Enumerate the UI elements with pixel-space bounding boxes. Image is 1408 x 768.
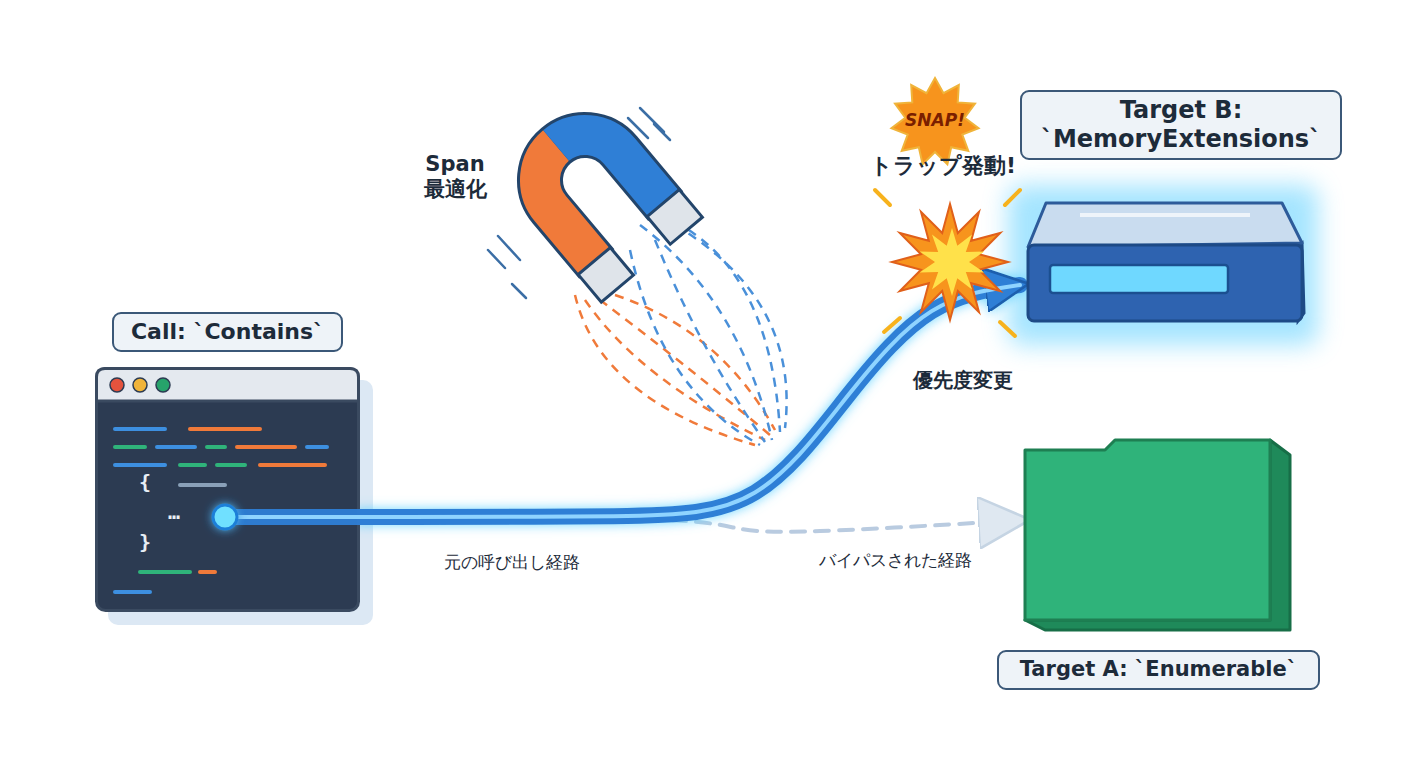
device-window — [1050, 265, 1228, 293]
code-line — [200, 570, 215, 574]
node-heading: Call: `Contains` — [112, 312, 343, 352]
device-top — [1028, 203, 1302, 247]
edge-label: 元の呼び出し経路 — [412, 552, 612, 572]
snap-burst — [891, 78, 978, 164]
target-device-box: Target B: `MemoryExtensions` — [1020, 195, 1305, 335]
code-line — [115, 590, 150, 594]
spark-line — [1005, 190, 1020, 205]
magnet-field-lines — [575, 215, 787, 445]
code-line — [180, 483, 225, 487]
call-stub — [225, 509, 362, 525]
impact-core — [920, 228, 985, 296]
callout-label: Span 最適化 — [418, 152, 492, 202]
code-line — [307, 445, 327, 449]
device-outline — [1020, 195, 1305, 335]
node-heading: Target A: `Enumerable` — [997, 650, 1320, 690]
window-dot — [156, 378, 170, 392]
device-front — [1028, 245, 1302, 321]
code-line — [190, 427, 260, 431]
folder-outline — [1025, 435, 1290, 630]
code-line — [115, 463, 165, 467]
device-shine — [1080, 213, 1250, 217]
edge-highlight — [360, 285, 1020, 517]
folder-front — [1025, 440, 1270, 620]
code-line — [260, 463, 325, 467]
code-line — [157, 445, 195, 449]
target-folder-box: Target A: `Enumerable` — [1025, 435, 1290, 630]
magnet-symbol — [506, 103, 703, 302]
spark-line — [884, 318, 900, 332]
edge-label: バイパスされた経路 — [790, 550, 1000, 570]
code-line — [140, 570, 190, 574]
code-line — [180, 463, 205, 467]
primary-call-path — [360, 285, 1020, 517]
call-stub-highlight — [225, 515, 362, 519]
priority-label: 優先度変更 — [895, 368, 1030, 392]
code-line — [207, 445, 225, 449]
editor-body — [97, 369, 359, 611]
node-heading: Target B: `MemoryExtensions` — [1020, 90, 1342, 160]
motion-marks — [488, 108, 670, 298]
impact-burst — [892, 204, 1008, 320]
spark-line — [1000, 322, 1015, 336]
window-dot — [133, 378, 147, 392]
code-line — [217, 463, 245, 467]
spark-line — [875, 190, 890, 205]
code-line — [115, 427, 165, 431]
code-editor-window: Call: `Contains` — [95, 367, 360, 612]
code-line — [237, 445, 295, 449]
device-glow — [1008, 185, 1318, 345]
call-origin-dot — [213, 505, 237, 529]
window-dot — [110, 378, 124, 392]
folder-side — [1025, 440, 1290, 630]
code-line — [115, 445, 145, 449]
editor-title-bar — [97, 369, 359, 402]
editor-outline — [95, 367, 360, 612]
